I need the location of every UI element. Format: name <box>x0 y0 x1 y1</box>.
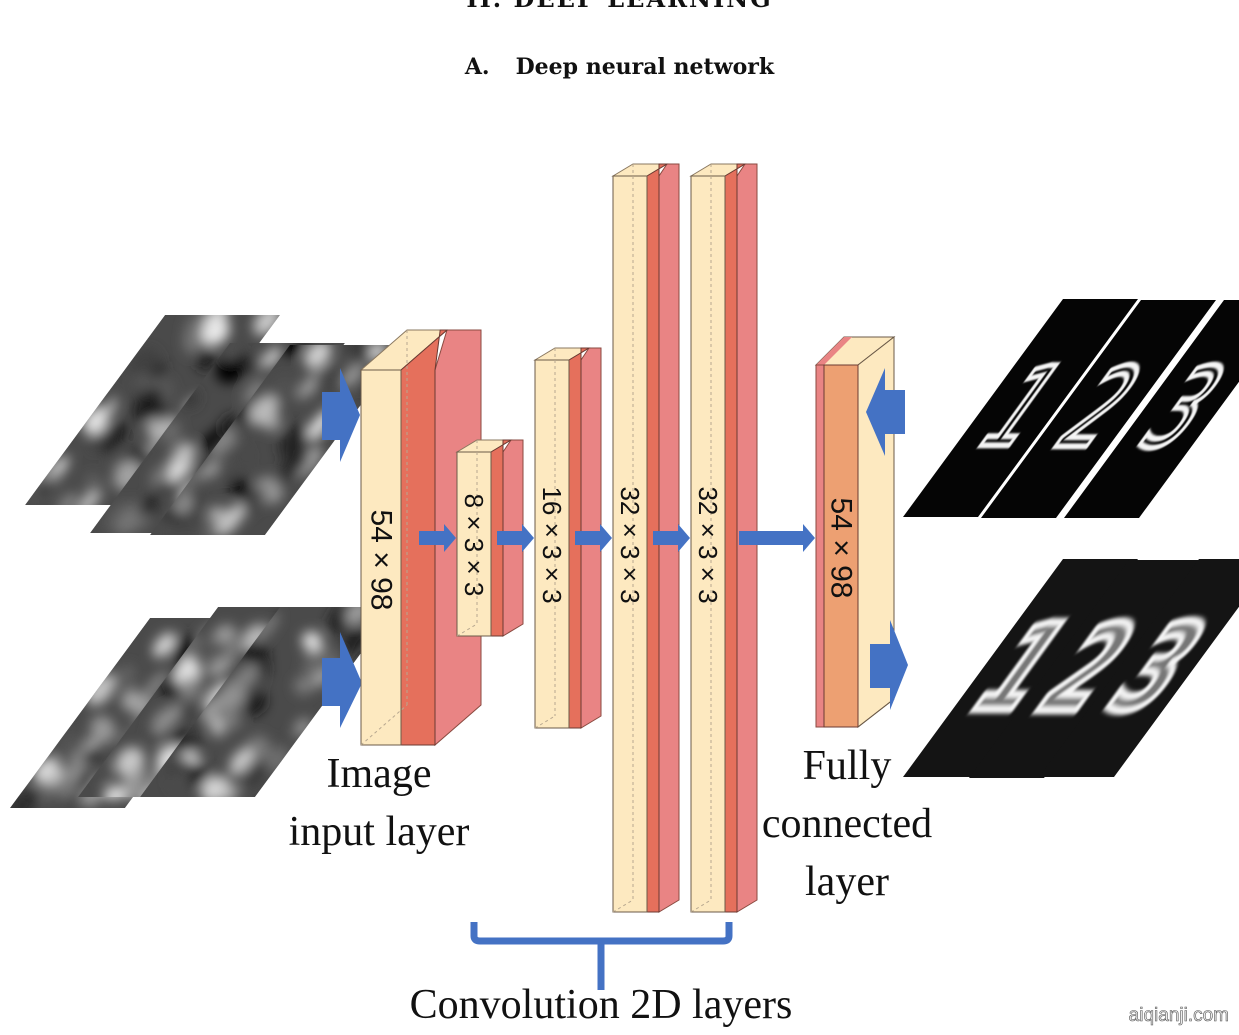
layer-dims-label: 54 × 98 <box>825 498 858 599</box>
layer-hidden-edge <box>612 899 634 913</box>
layer-front-face <box>360 369 402 746</box>
input-layer-label-line2: input layer <box>289 809 470 855</box>
layer-edge <box>857 698 895 728</box>
conv-group-bracket <box>470 922 733 990</box>
input-layer-label-line1: Image <box>327 751 432 797</box>
target-digits-stack: 123 <box>903 299 1239 518</box>
layer-hidden-edge <box>534 715 556 729</box>
layer-connectors <box>419 524 815 552</box>
fc-label-line3: layer <box>805 859 889 905</box>
fc-arrow-in-icon <box>866 368 905 456</box>
arrow-right-icon <box>739 524 815 552</box>
arrow-right-icon <box>575 524 612 552</box>
layer-dims-label: 8 × 3 × 3 <box>459 494 489 597</box>
layer-dims-label: 32 × 3 × 3 <box>693 486 723 603</box>
noisy-frame <box>140 607 395 797</box>
layer-hidden-edge <box>690 899 712 913</box>
layer-front-face <box>823 364 859 728</box>
noisy-input-stack-bottom <box>10 607 395 808</box>
arrow-right-icon <box>419 524 456 552</box>
layer-conv3: 32 × 3 × 3 <box>611 163 680 913</box>
reconstructed-digits-stack: 123 <box>903 559 1239 778</box>
section-heading: II. DEEP LEARNING <box>0 0 1239 13</box>
layer-hidden-edge <box>456 623 478 637</box>
layer-front-face <box>534 359 570 729</box>
fc-arrow-out-icon <box>870 620 908 710</box>
layer-dims-label: 54 × 98 <box>365 510 398 611</box>
input-arrow-top-icon <box>322 368 360 462</box>
layer-hidden-edge <box>360 704 408 746</box>
subsection-title: Deep neural network <box>515 54 775 80</box>
fc-label-line2: connected <box>762 801 932 847</box>
fc-label-line1: Fully <box>803 743 892 789</box>
arrow-right-icon <box>653 524 690 552</box>
subsection-number: A. <box>464 54 490 80</box>
layer-front-face <box>690 175 726 913</box>
layer-dims-label: 32 × 3 × 3 <box>615 486 645 603</box>
layer-front-face <box>612 175 648 913</box>
watermark: aiqianji.com <box>1128 1005 1229 1027</box>
layer-top-edge <box>816 337 852 365</box>
conv-group-label: Convolution 2D layers <box>410 982 793 1028</box>
layer-front-face <box>456 451 492 637</box>
input-arrow-bottom-icon <box>322 632 362 728</box>
layer-back-sheet <box>815 364 825 728</box>
arrow-right-icon <box>497 524 534 552</box>
layer-dims-label: 16 × 3 × 3 <box>537 486 567 603</box>
subsection-heading: A. Deep neural network <box>0 54 1239 80</box>
